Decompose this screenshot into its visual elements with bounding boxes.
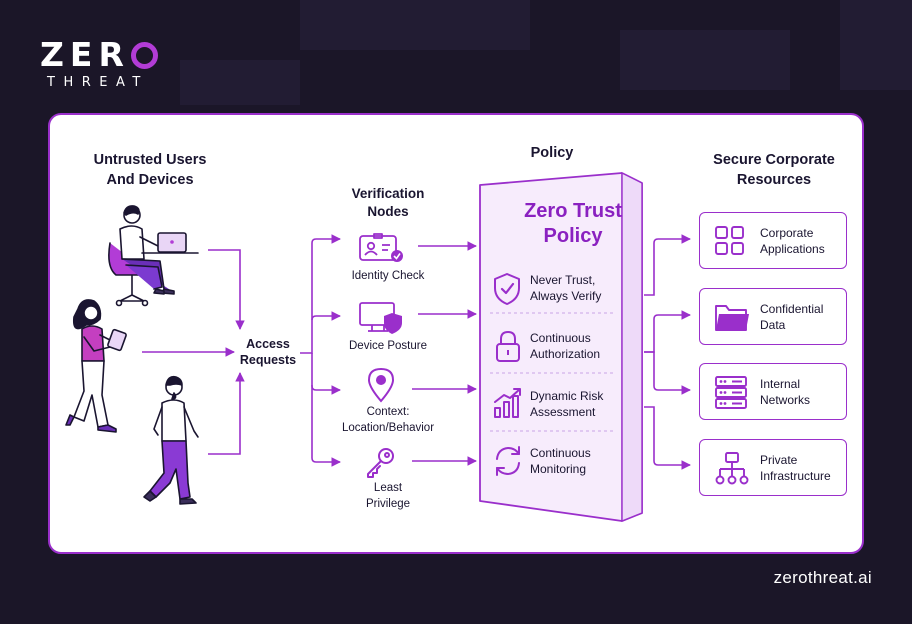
resources-heading: Secure Corporate Resources bbox=[684, 150, 862, 190]
verification-heading-line: Nodes bbox=[367, 204, 409, 219]
resource-card: Private Infrastructure bbox=[699, 439, 847, 496]
logo-top-text: ZER bbox=[40, 35, 130, 74]
footer-url[interactable]: zerothreat.ai bbox=[773, 568, 872, 587]
node-label-line: Device Posture bbox=[349, 340, 427, 352]
background-tile bbox=[180, 60, 300, 105]
network-tree-icon bbox=[715, 452, 749, 485]
resource-card: Confidential Data bbox=[699, 288, 847, 345]
node-label-line: Privilege bbox=[365, 498, 411, 510]
policy-title-line: Zero Trust bbox=[524, 200, 622, 222]
node-least-privilege-label: Least Privilege bbox=[330, 480, 446, 512]
padlock-icon bbox=[496, 331, 520, 362]
policy-item-label: Continuous Monitoring bbox=[530, 446, 591, 477]
policy-item-line: Continuous bbox=[530, 331, 591, 345]
policy-item-line: Never Trust, bbox=[530, 273, 596, 287]
resource-label: Confidential Data bbox=[760, 302, 823, 333]
person-tablet-icon bbox=[65, 299, 127, 433]
refresh-cycle-icon bbox=[496, 446, 520, 476]
logo-ring-icon bbox=[130, 41, 158, 69]
app-grid-icon bbox=[715, 226, 744, 255]
background-tile bbox=[840, 0, 912, 90]
resource-label: Corporate Applications bbox=[760, 226, 825, 257]
policy-item-line: Authorization bbox=[530, 346, 601, 361]
policy-panel bbox=[479, 171, 643, 523]
resource-card: Corporate Applications bbox=[699, 212, 847, 269]
policy-title-line: Policy bbox=[543, 225, 603, 247]
node-label-line: Least bbox=[373, 482, 403, 494]
node-context-label: Context: Location/Behavior bbox=[322, 404, 454, 436]
monitor-shield-icon bbox=[359, 302, 402, 334]
policy-item-line: Monitoring bbox=[530, 461, 587, 476]
policy-title: Zero Trust Policy bbox=[498, 199, 648, 249]
id-card-icon bbox=[359, 233, 403, 262]
users-heading-line: And Devices bbox=[106, 172, 194, 188]
risk-chart-icon bbox=[494, 388, 521, 418]
node-device-posture-label: Device Posture bbox=[330, 338, 446, 354]
policy-heading: Policy bbox=[512, 143, 592, 163]
server-rack-icon bbox=[715, 376, 747, 409]
policy-item-label: Continuous Authorization bbox=[530, 331, 600, 362]
person-laptop-icon bbox=[108, 205, 199, 307]
resource-card: Internal Networks bbox=[699, 363, 847, 420]
policy-item-line: Dynamic Risk bbox=[530, 389, 604, 403]
node-label-line: Context: bbox=[366, 406, 410, 418]
resource-label-line: Internal bbox=[760, 377, 801, 391]
users-heading-line: Untrusted Users bbox=[93, 152, 207, 168]
users-heading: Untrusted Users And Devices bbox=[70, 150, 230, 190]
brand-logo: ZER THREAT bbox=[40, 38, 180, 90]
resource-label-line: Networks bbox=[760, 392, 811, 407]
resource-label-line: Data bbox=[760, 317, 786, 332]
policy-item-label: Never Trust, Always Verify bbox=[530, 273, 601, 304]
policy-item-line: Continuous bbox=[530, 446, 591, 460]
connector-lines bbox=[142, 234, 691, 470]
diagram-card: Untrusted Users And Devices bbox=[48, 113, 864, 554]
key-icon bbox=[367, 448, 394, 478]
access-line: Access bbox=[246, 337, 290, 351]
resource-label: Private Infrastructure bbox=[760, 453, 831, 484]
policy-item-line: Always Verify bbox=[530, 288, 602, 303]
policy-item-label: Dynamic Risk Assessment bbox=[530, 389, 603, 420]
resource-label-line: Infrastructure bbox=[760, 468, 831, 483]
resource-label-line: Private bbox=[760, 453, 798, 467]
logo-wordmark: ZER bbox=[40, 38, 180, 72]
resource-label-line: Applications bbox=[760, 241, 825, 256]
resource-label: Internal Networks bbox=[760, 377, 810, 408]
verification-heading-line: Verification bbox=[351, 186, 425, 201]
shield-check-icon bbox=[494, 273, 520, 305]
verification-heading: Verification Nodes bbox=[330, 185, 446, 221]
resources-heading-line: Secure Corporate bbox=[713, 152, 835, 168]
resources-heading-line: Resources bbox=[736, 172, 812, 188]
location-pin-icon bbox=[367, 367, 395, 403]
policy-heading-text: Policy bbox=[530, 145, 574, 161]
logo-subtitle: THREAT bbox=[47, 75, 149, 90]
access-line: Requests bbox=[239, 353, 297, 367]
access-requests-label: Access Requests bbox=[236, 336, 300, 368]
node-identity-check-label: Identity Check bbox=[330, 268, 446, 284]
node-label-line: Location/Behavior bbox=[341, 422, 435, 434]
node-label-line: Identity Check bbox=[351, 270, 425, 282]
folder-icon bbox=[715, 305, 749, 331]
background-tile bbox=[300, 0, 530, 50]
policy-item-line: Assessment bbox=[530, 404, 596, 419]
resource-label-line: Confidential bbox=[760, 302, 824, 316]
background-tile bbox=[620, 30, 790, 90]
person-walking-icon bbox=[143, 375, 199, 505]
resource-label-line: Corporate bbox=[760, 226, 814, 240]
